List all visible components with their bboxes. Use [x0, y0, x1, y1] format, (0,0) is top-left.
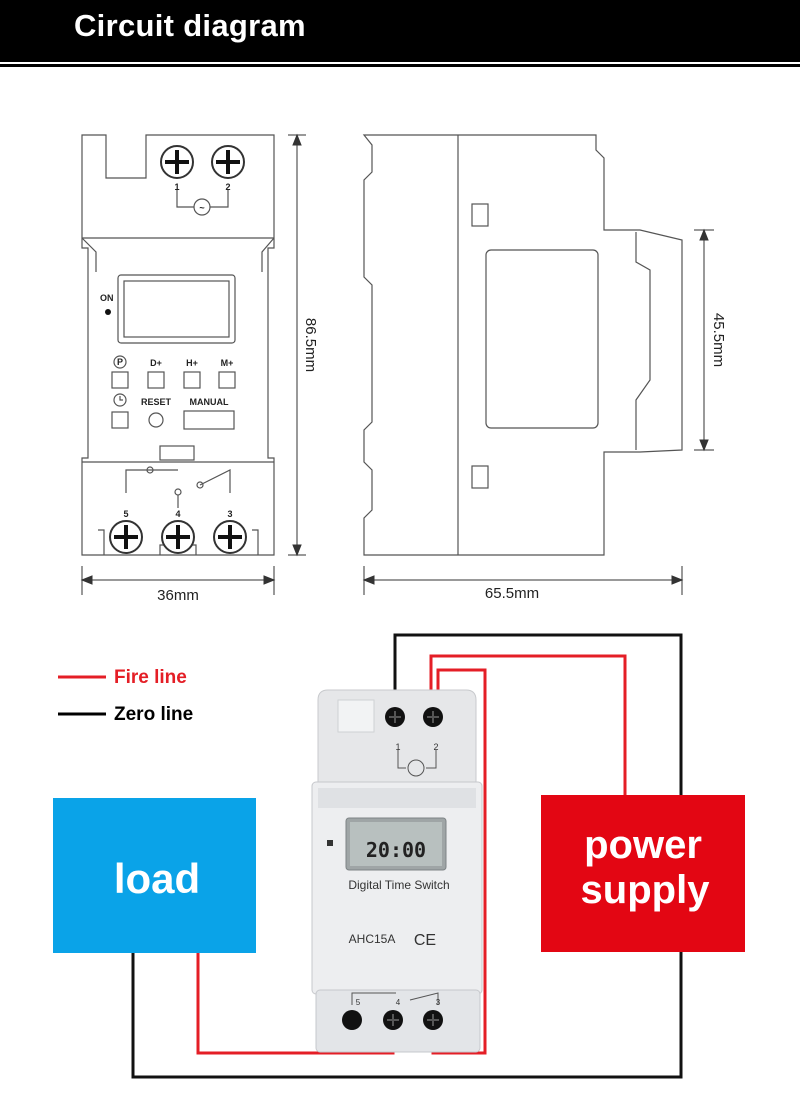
front-top-terminal-label-1: 1 [174, 182, 179, 192]
h-plus-label: H+ [186, 358, 198, 368]
relay-no-dot [196, 481, 204, 489]
side-outline [362, 134, 683, 556]
device-model-label: AHC15A [349, 932, 396, 946]
manual-label: MANUAL [190, 397, 229, 407]
front-terminals [105, 145, 247, 554]
load-box [53, 798, 256, 953]
terminal-1-screw-icon [160, 145, 194, 179]
clock-button [111, 411, 129, 429]
device-relay-bracket [351, 992, 439, 1005]
device-terminal-5-icon [342, 1010, 362, 1030]
device-ac-bracket [397, 750, 437, 769]
device-ce-mark: CE [414, 932, 436, 949]
terminal-3-screw-icon [213, 520, 247, 554]
load-label: load [114, 855, 200, 902]
front-clip [159, 445, 195, 461]
ac-bracket [176, 190, 229, 208]
height-dimension-label: 86.5mm [302, 318, 319, 372]
side-dimensions [362, 228, 714, 595]
p-symbol-icon [113, 355, 127, 369]
p-label: P [117, 357, 123, 367]
clock-hands-icon [119, 396, 123, 401]
front-outline [81, 134, 275, 556]
side-width-dimension-label: 65.5mm [485, 585, 539, 602]
front-cover-hinge [81, 237, 275, 272]
side-front-step [635, 232, 651, 450]
front-top-terminal-label-2: 2 [225, 182, 230, 192]
ac-source-icon [193, 198, 211, 216]
front-base-feet [98, 529, 259, 555]
side-slot-top [471, 203, 489, 227]
fire-line-legend-label: Fire line [114, 667, 187, 688]
front-width-dimension-label: 36mm [157, 587, 199, 604]
d-plus-button [147, 371, 165, 389]
device-bottom-terminal-label-3: 3 [436, 998, 441, 1007]
device-name-label: Digital Time Switch [348, 878, 449, 892]
front-bottom-terminal-label-3: 3 [227, 509, 232, 519]
timer-device: 20:00 Digital Time Switch AHC15A CE [311, 689, 483, 1053]
ac-symbol-label: ~ [199, 203, 204, 213]
device-cover-hinge [318, 788, 476, 808]
d-plus-label: D+ [150, 358, 162, 368]
reset-label: RESET [141, 397, 172, 407]
reset-button [148, 412, 164, 428]
m-plus-button [218, 371, 236, 389]
clock-symbol-icon [113, 393, 127, 407]
fire-line-supply-wire [429, 654, 627, 795]
m-plus-label: M+ [221, 358, 234, 368]
relay-nc-dot [146, 466, 154, 474]
device-lcd-screen [350, 822, 442, 866]
power-supply-label-line1: power [584, 823, 702, 867]
front-lcd-outer [117, 274, 236, 344]
side-recess [485, 249, 599, 429]
power-supply-label-line2: supply [581, 868, 711, 912]
relay-bracket [125, 469, 231, 493]
side-view [362, 134, 683, 556]
front-bottom-terminal-label-4: 4 [175, 509, 180, 519]
front-lcd-inner [123, 280, 230, 338]
page-title: Circuit diagram [74, 8, 306, 43]
zero-line-wire [131, 633, 683, 1079]
h-plus-button [183, 371, 201, 389]
device-top-terminal-label-2: 2 [433, 742, 438, 752]
device-top-terminal-label-1: 1 [395, 742, 400, 752]
terminal-4-screw-icon [161, 520, 195, 554]
terminal-2-screw-icon [211, 145, 245, 179]
front-view [81, 134, 275, 556]
header-divider [0, 64, 800, 67]
side-slot-bottom [471, 465, 489, 489]
inner-height-dimension-label: 45.5mm [710, 313, 727, 367]
device-bottom-terminal-label-4: 4 [396, 998, 401, 1007]
device-led [327, 840, 333, 846]
device-top-notch [337, 699, 375, 733]
relay-common-dot [174, 488, 182, 496]
device-bottom-terminal-label-5: 5 [356, 998, 361, 1007]
header-bar: Circuit diagram [0, 0, 800, 62]
p-button [111, 371, 129, 389]
on-label: ON [100, 293, 114, 303]
front-bottom-terminal-label-5: 5 [123, 509, 128, 519]
zero-line-legend-label: Zero line [114, 704, 193, 725]
device-lcd-digits: 20:00 [366, 838, 426, 862]
terminal-5-screw-icon [109, 520, 143, 554]
device-ac-icon [407, 759, 425, 777]
power-supply-box [541, 795, 745, 952]
on-led-dot [105, 309, 111, 315]
manual-button [183, 410, 235, 430]
front-dimensions [80, 133, 306, 595]
